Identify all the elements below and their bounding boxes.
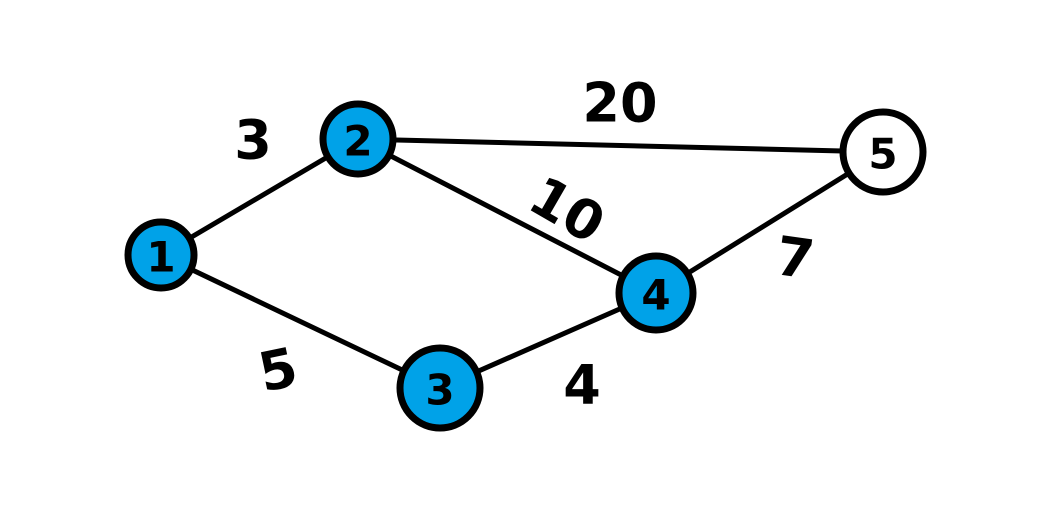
edge-weight-label-2-5: 20	[582, 72, 657, 135]
node-4-circle	[615, 252, 697, 334]
node-3-circle	[396, 344, 484, 432]
edge-weight-label-3-4: 4	[563, 354, 601, 417]
node-1-circle	[124, 218, 198, 292]
node-2: 2	[319, 100, 397, 178]
node-2-circle	[319, 100, 397, 178]
node-5-label: 5	[868, 130, 897, 179]
edge-2-5	[355, 136, 886, 155]
node-1-label: 1	[146, 233, 175, 282]
edge-weight-label-4-5: 7	[772, 224, 818, 292]
edge-weight-label-1-2: 3	[234, 109, 272, 172]
node-5-circle	[839, 108, 927, 196]
node-4: 4	[615, 252, 697, 334]
node-3-label: 3	[425, 366, 454, 415]
edge-1-3	[158, 252, 443, 391]
edge-weight-label-1-3: 5	[253, 335, 303, 404]
node-2-label: 2	[343, 117, 372, 166]
edge-4-5	[653, 149, 886, 296]
edge-2-4	[355, 136, 659, 296]
node-3: 3	[396, 344, 484, 432]
node-4-label: 4	[641, 271, 670, 320]
node-5: 5	[839, 108, 927, 196]
node-1: 1	[124, 218, 198, 292]
edge-weight-label-2-4: 10	[519, 164, 616, 256]
